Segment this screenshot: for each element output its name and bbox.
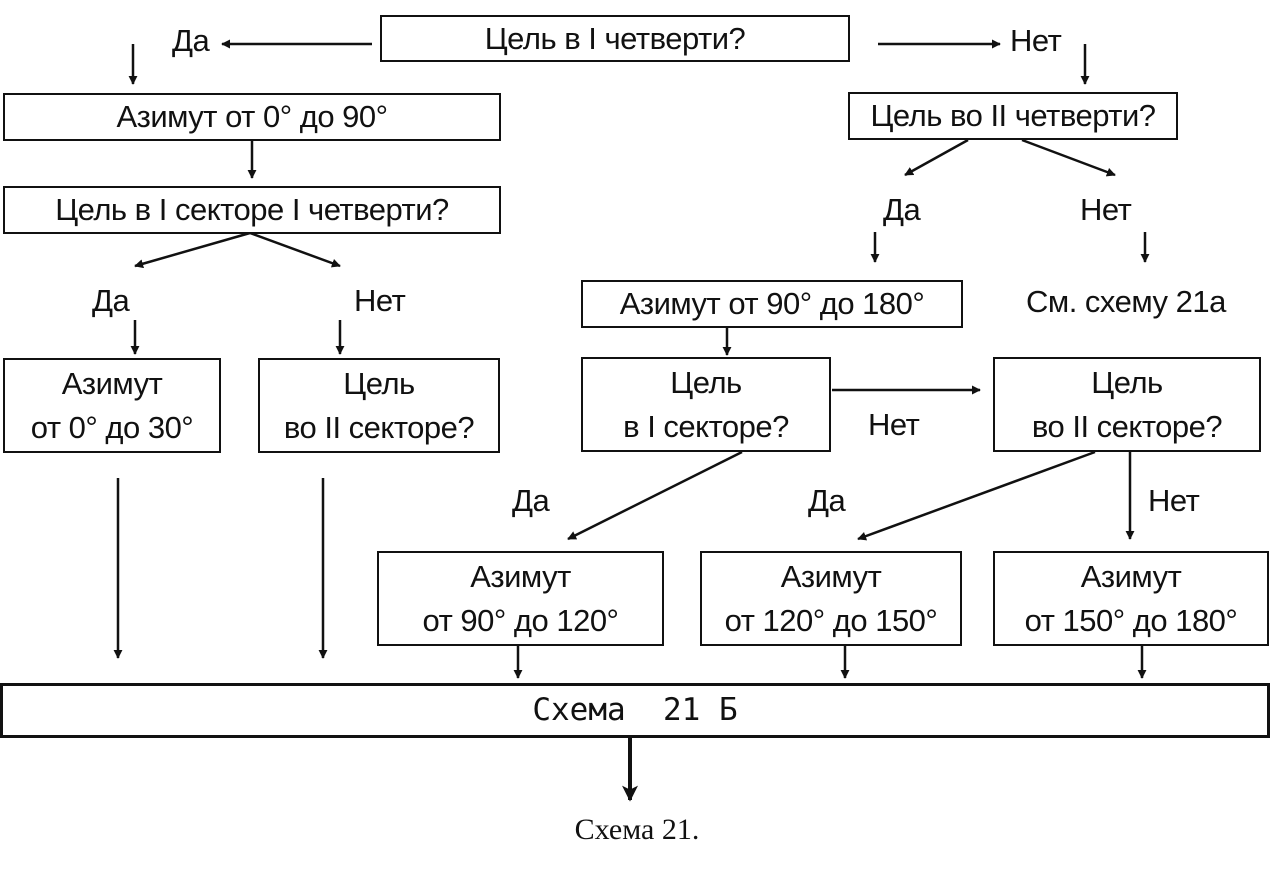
node-text-line2: во II секторе? (1031, 408, 1223, 444)
node-text: Схема 21 Б (532, 691, 738, 728)
node-azimuth-90-180: Азимут от 90° до 180° (581, 280, 963, 328)
node-target-in-quarter2: Цель во II четверти? (848, 92, 1178, 140)
node-text: Азимут от 90° до 180° (619, 286, 925, 322)
node-text: Цель в I секторе I четверти? (55, 192, 449, 228)
label-no-sector2-right: Нет (1148, 483, 1200, 518)
node-azimuth-90-120: Азимут от 90° до 120° (377, 551, 664, 646)
node-text-line1: Азимут (470, 559, 571, 595)
label-no-top: Нет (1010, 23, 1062, 58)
node-text-line2: во II секторе? (283, 409, 475, 445)
label-yes-sector1: Да (92, 283, 130, 318)
label-yes-sector1-right: Да (512, 483, 550, 518)
arrow-sector-q-to-yes (134, 231, 251, 269)
node-target-sector2-right: Цель во II секторе? (993, 357, 1261, 452)
node-text-line2: от 150° до 180° (1024, 602, 1238, 638)
node-text-line1: Азимут (780, 559, 882, 595)
node-text: Цель в I четверти? (484, 20, 746, 56)
node-target-in-quarter1: Цель в I четверти? (380, 15, 850, 62)
node-text: Азимут от 0° до 90° (116, 99, 388, 135)
node-text-line2: в I секторе? (623, 408, 789, 444)
node-target-sector2-left: Цель во II секторе? (258, 358, 500, 453)
arrow-quarter2-to-no (1021, 138, 1116, 177)
label-no-sector1-right: Нет (868, 407, 920, 442)
node-text-line1: Азимут (61, 366, 163, 402)
node-text: Цель во II четверти? (870, 98, 1156, 134)
label-no-quarter2: Нет (1080, 192, 1132, 227)
node-target-sector1-quarter1: Цель в I секторе I четверти? (3, 186, 501, 234)
label-yes-top: Да (172, 23, 210, 58)
arrow-sector1-to-az-90-120 (567, 450, 743, 541)
node-azimuth-150-180: Азимут от 150° до 180° (993, 551, 1269, 646)
node-azimuth-0-90: Азимут от 0° до 90° (3, 93, 501, 141)
label-yes-quarter2: Да (883, 192, 921, 227)
node-text-line1: Цель (670, 365, 742, 401)
node-see-scheme-21a: См. схему 21а (1026, 284, 1226, 319)
label-no-sector1: Нет (354, 283, 406, 318)
node-text-line2: от 120° до 150° (724, 602, 938, 638)
node-target-sector1-right: Цель в I секторе? (581, 357, 831, 452)
node-text-line1: Цель (1091, 365, 1163, 401)
arrow-sector-q-to-no (249, 231, 341, 268)
figure-caption: Схема 21. (574, 813, 700, 846)
label-yes-sector2-right: Да (808, 483, 846, 518)
arrow-quarter2-to-yes (904, 138, 969, 177)
node-text-line2: от 90° до 120° (422, 602, 619, 638)
node-azimuth-120-150: Азимут от 120° до 150° (700, 551, 962, 646)
node-text-line1: Цель (343, 366, 415, 402)
node-scheme-21b: Схема 21 Б (0, 683, 1270, 738)
arrow-sector2-to-az-120-150 (857, 450, 1096, 541)
node-text-line2: от 0° до 30° (30, 409, 194, 445)
node-text-line1: Азимут (1080, 559, 1182, 595)
node-azimuth-0-30: Азимут от 0° до 30° (3, 358, 221, 453)
